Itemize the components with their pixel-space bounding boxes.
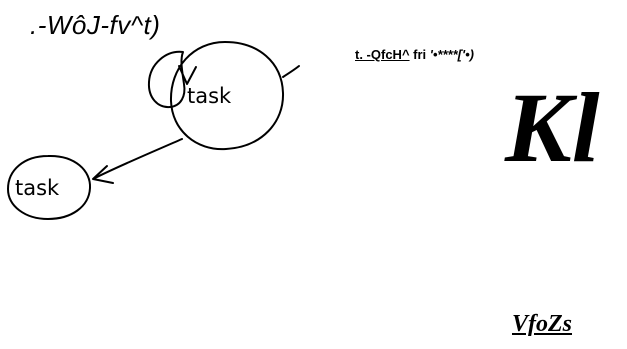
task-node-lower-outline	[6, 154, 92, 221]
subtitle-underlined: t. -QfcH^	[355, 47, 410, 62]
edge-arrowhead	[92, 165, 114, 184]
subtitle-middle: fri	[409, 47, 430, 62]
self-loop-arrowhead	[178, 65, 197, 85]
task-node-lower-label: task	[15, 176, 60, 200]
large-letters: Kl	[505, 72, 600, 183]
handwritten-title: .-WôJ-fv^t)	[30, 10, 161, 40]
self-loop	[147, 50, 186, 109]
footer-label: VfoZs	[512, 311, 572, 337]
subtitle-italic: '•****['•)	[429, 47, 474, 62]
incoming-edge	[282, 65, 300, 78]
task-node-upper-outline	[169, 40, 285, 151]
edge-upper-to-lower	[94, 138, 183, 179]
task-node-upper-label: task	[187, 84, 232, 108]
subtitle: t. -QfcH^ fri '•****['•)	[355, 47, 474, 62]
